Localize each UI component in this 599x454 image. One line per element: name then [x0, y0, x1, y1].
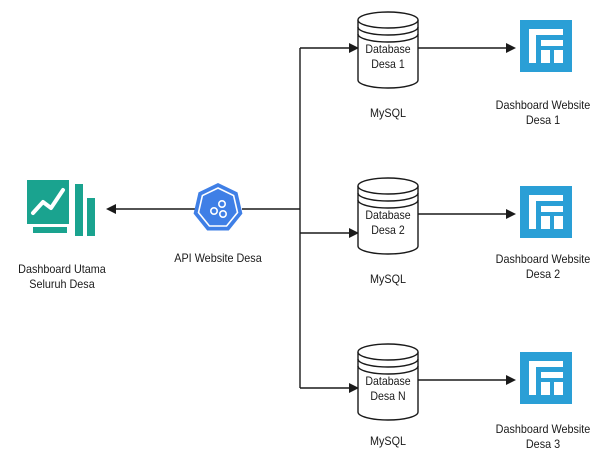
layout-dashboard-icon	[520, 186, 572, 238]
kubernetes-api-icon	[193, 183, 243, 231]
database-desa-1-engine-text: MySQL	[369, 106, 406, 120]
layout-dashboard-icon	[520, 20, 572, 72]
database-desa-1	[357, 11, 419, 89]
database-desa-2	[357, 177, 419, 255]
layout-dashboard-icon	[520, 352, 572, 404]
api-label: API Website Desa	[164, 251, 272, 266]
dashboard-website-desa-1-label: Dashboard Website Desa 1	[491, 98, 595, 128]
dashboard-website-desa-1-line2: Desa 1	[525, 113, 561, 127]
database-desa-n-line1: Database	[365, 374, 411, 388]
database-desa-n	[357, 343, 419, 421]
database-desa-1-line1: Database	[365, 42, 411, 56]
database-desa-n-engine: MySQL	[352, 434, 424, 449]
cylinder-database-icon	[357, 20, 419, 89]
dashboard-website-desa-3-line1: Dashboard Website	[495, 422, 591, 436]
database-desa-1-line2: Desa 1	[371, 57, 405, 71]
cylinder-database-icon	[357, 352, 419, 421]
chart-dashboard-icon	[27, 180, 97, 238]
database-desa-2-engine: MySQL	[352, 272, 424, 287]
connectors	[106, 43, 516, 393]
dashboard-website-desa-2-line1: Dashboard Website	[495, 252, 591, 266]
database-desa-n-line2: Desa N	[370, 389, 406, 403]
database-desa-2-engine-text: MySQL	[369, 272, 406, 286]
database-desa-2-label: Database Desa 2	[362, 208, 415, 238]
dashboard-website-desa-2-line2: Desa 2	[525, 267, 561, 281]
api-label-text: API Website Desa	[174, 251, 262, 265]
database-desa-n-engine-text: MySQL	[369, 434, 406, 448]
main-dashboard-label: Dashboard Utama Seluruh Desa	[8, 262, 116, 292]
cylinder-database-icon	[357, 186, 419, 255]
database-desa-2-line1: Database	[365, 208, 411, 222]
database-desa-1-engine: MySQL	[352, 106, 424, 121]
database-desa-1-label: Database Desa 1	[362, 42, 415, 72]
dashboard-website-desa-2-label: Dashboard Website Desa 2	[491, 252, 595, 282]
main-dashboard-label-line1: Dashboard Utama	[18, 262, 106, 276]
dashboard-website-desa-3-line2: Desa 3	[525, 437, 561, 451]
database-desa-2-line2: Desa 2	[371, 223, 405, 237]
database-desa-n-label: Database Desa N	[362, 374, 415, 404]
main-dashboard-label-line2: Seluruh Desa	[29, 277, 95, 291]
dashboard-website-desa-3-label: Dashboard Website Desa 3	[491, 422, 595, 452]
dashboard-website-desa-1-line1: Dashboard Website	[495, 98, 591, 112]
